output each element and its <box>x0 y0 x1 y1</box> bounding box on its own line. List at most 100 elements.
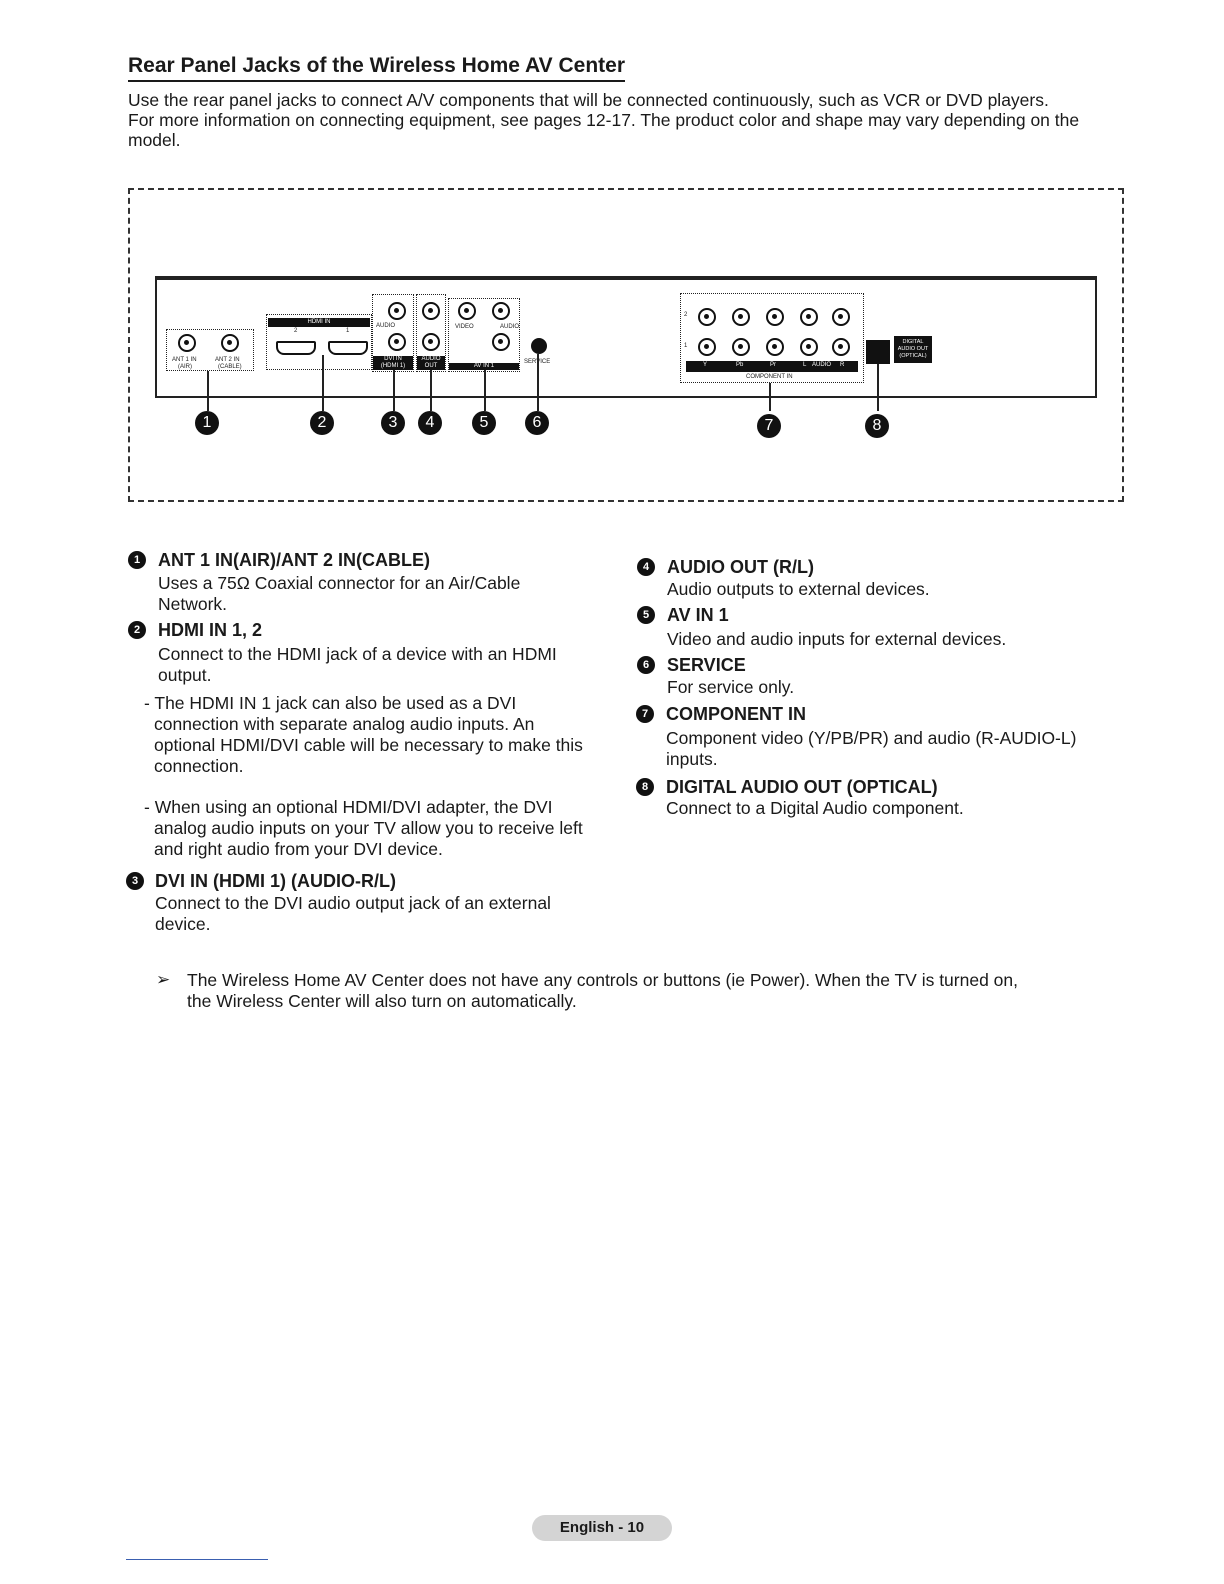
leader-line <box>877 364 879 411</box>
item-description: Connect to the HDMI jack of a device wit… <box>158 644 598 686</box>
callout-badge-2: 2 <box>310 411 334 435</box>
desc-line: Component video (Y/PB/PR) and audio (R-A… <box>666 728 1077 748</box>
item-marker-2: 2 <box>128 621 146 639</box>
desc-line: inputs. <box>666 749 718 769</box>
desc-line: Uses a 75Ω Coaxial connector for an Air/… <box>158 573 521 593</box>
hdmi-1-port-icon <box>328 341 368 355</box>
dvi-audio-r-jack-icon <box>388 302 406 320</box>
ant2-label: ANT 2 IN <box>215 357 240 363</box>
comp2-y-jack-icon <box>698 308 716 326</box>
item-description: Video and audio inputs for external devi… <box>667 629 1107 650</box>
comp2-audio-r-jack-icon <box>832 308 850 326</box>
av-audio-l-jack-icon <box>492 302 510 320</box>
item-marker-6: 6 <box>637 656 655 674</box>
item-description: Connect to a Digital Audio component. <box>666 798 1116 819</box>
desc-line: Network. <box>158 594 228 614</box>
digital-audio-out-label: DIGITAL AUDIO OUT (OPTICAL) <box>894 336 932 363</box>
note-line: - When using an optional HDMI/DVI adapte… <box>144 797 553 817</box>
rear-panel-diagram-frame <box>128 188 1124 502</box>
hdmi-2-label: 2 <box>294 328 298 334</box>
dvi-in-label: DVI IN <box>373 356 413 363</box>
av-audio-label: AUDIO <box>500 324 520 330</box>
comp2-audio-l-jack-icon <box>800 308 818 326</box>
note-line: - The HDMI IN 1 jack can also be used as… <box>144 693 517 713</box>
hdmi-jack-group <box>266 314 372 370</box>
callout-badge-3: 3 <box>381 411 405 435</box>
comp-l-label: L <box>803 362 807 368</box>
component-row2-label: 2 <box>684 312 688 318</box>
comp1-pr-jack-icon <box>766 338 784 356</box>
callout-badge-7: 7 <box>757 414 781 438</box>
note-line: optional HDMI/DVI cable will be necessar… <box>154 735 583 755</box>
comp2-pb-jack-icon <box>732 308 750 326</box>
desc-line: For service only. <box>667 677 795 697</box>
ant1-jack-icon <box>178 334 196 352</box>
rear-panel <box>155 276 1097 398</box>
callout-badge-8: 8 <box>865 414 889 438</box>
ant1-sub-label: (AIR) <box>178 364 192 370</box>
ant2-sub-label: (CABLE) <box>218 364 242 370</box>
hdmi-note: - When using an optional HDMI/DVI adapte… <box>144 797 614 860</box>
callout-badge-5: 5 <box>472 411 496 435</box>
comp1-y-jack-icon <box>698 338 716 356</box>
comp-audio-label: AUDIO <box>812 362 832 368</box>
item-heading: SERVICE <box>667 655 746 675</box>
av-video-jack-icon <box>458 302 476 320</box>
leader-line <box>207 371 209 411</box>
intro-paragraph: Use the rear panel jacks to connect A/V … <box>128 90 1118 150</box>
dvi-audio-label: AUDIO <box>376 323 396 329</box>
item-heading: AUDIO OUT (R/L) <box>667 557 814 577</box>
note-line: connection. <box>154 756 244 776</box>
desc-line: Audio outputs to external devices. <box>667 579 930 599</box>
desc-line: Connect to the HDMI jack of a device wit… <box>158 644 557 664</box>
dvi-audio-l-jack-icon <box>388 333 406 351</box>
component-in-label: COMPONENT IN <box>746 374 793 380</box>
leader-line <box>484 370 486 411</box>
av-in1-label: AV IN 1 <box>449 363 519 370</box>
note-line: The Wireless Home AV Center does not hav… <box>187 970 1019 990</box>
note-line: analog audio inputs on your TV allow you… <box>154 818 583 838</box>
comp2-pr-jack-icon <box>766 308 784 326</box>
av-video-label: VIDEO <box>455 324 474 330</box>
item-heading: DIGITAL AUDIO OUT (OPTICAL) <box>666 777 938 797</box>
hdmi-1-label: 1 <box>346 328 350 334</box>
item-marker-1: 1 <box>128 551 146 569</box>
leader-line <box>769 383 771 411</box>
item-marker-7: 7 <box>636 705 654 723</box>
item-heading: ANT 1 IN(AIR)/ANT 2 IN(CABLE) <box>158 550 430 570</box>
item-marker-8: 8 <box>636 778 654 796</box>
optical-label: (OPTICAL) <box>899 353 927 359</box>
desc-line: Connect to the DVI audio output jack of … <box>155 893 551 913</box>
hdmi-note: - The HDMI IN 1 jack can also be used as… <box>144 693 614 777</box>
item-description: Uses a 75Ω Coaxial connector for an Air/… <box>158 573 598 615</box>
page-title: Rear Panel Jacks of the Wireless Home AV… <box>128 54 626 82</box>
callout-badge-6: 6 <box>525 411 549 435</box>
item-marker-3: 3 <box>126 872 144 890</box>
leader-line <box>430 370 432 411</box>
callout-badge-4: 4 <box>418 411 442 435</box>
comp-pb-label: Pb <box>736 362 744 368</box>
audio-out-r-jack-icon <box>422 302 440 320</box>
intro-line: For more information on connecting equip… <box>128 110 1080 130</box>
hdmi-in-label: HDMI IN <box>268 318 370 327</box>
desc-line: Video and audio inputs for external devi… <box>667 629 1007 649</box>
note-text: The Wireless Home AV Center does not hav… <box>187 970 1087 1012</box>
item-heading: COMPONENT IN <box>666 704 807 724</box>
desc-line: output. <box>158 665 212 685</box>
item-description: For service only. <box>667 677 1107 698</box>
component-row1-label: 1 <box>684 343 688 349</box>
leader-line <box>537 354 539 411</box>
service-port-icon <box>531 338 547 354</box>
comp-y-label: Y <box>703 362 708 368</box>
footer-divider <box>126 1559 268 1560</box>
comp1-audio-l-jack-icon <box>800 338 818 356</box>
desc-line: Connect to a Digital Audio component. <box>666 798 964 818</box>
ant2-jack-icon <box>221 334 239 352</box>
intro-line: Use the rear panel jacks to connect A/V … <box>128 90 1049 110</box>
leader-line <box>322 355 324 411</box>
audio-out-l-jack-icon <box>422 333 440 351</box>
comp-pr-label: Pr <box>770 362 776 368</box>
item-marker-5: 5 <box>637 606 655 624</box>
item-description: Component video (Y/PB/PR) and audio (R-A… <box>666 728 1116 770</box>
antenna-jack-group <box>166 329 254 371</box>
